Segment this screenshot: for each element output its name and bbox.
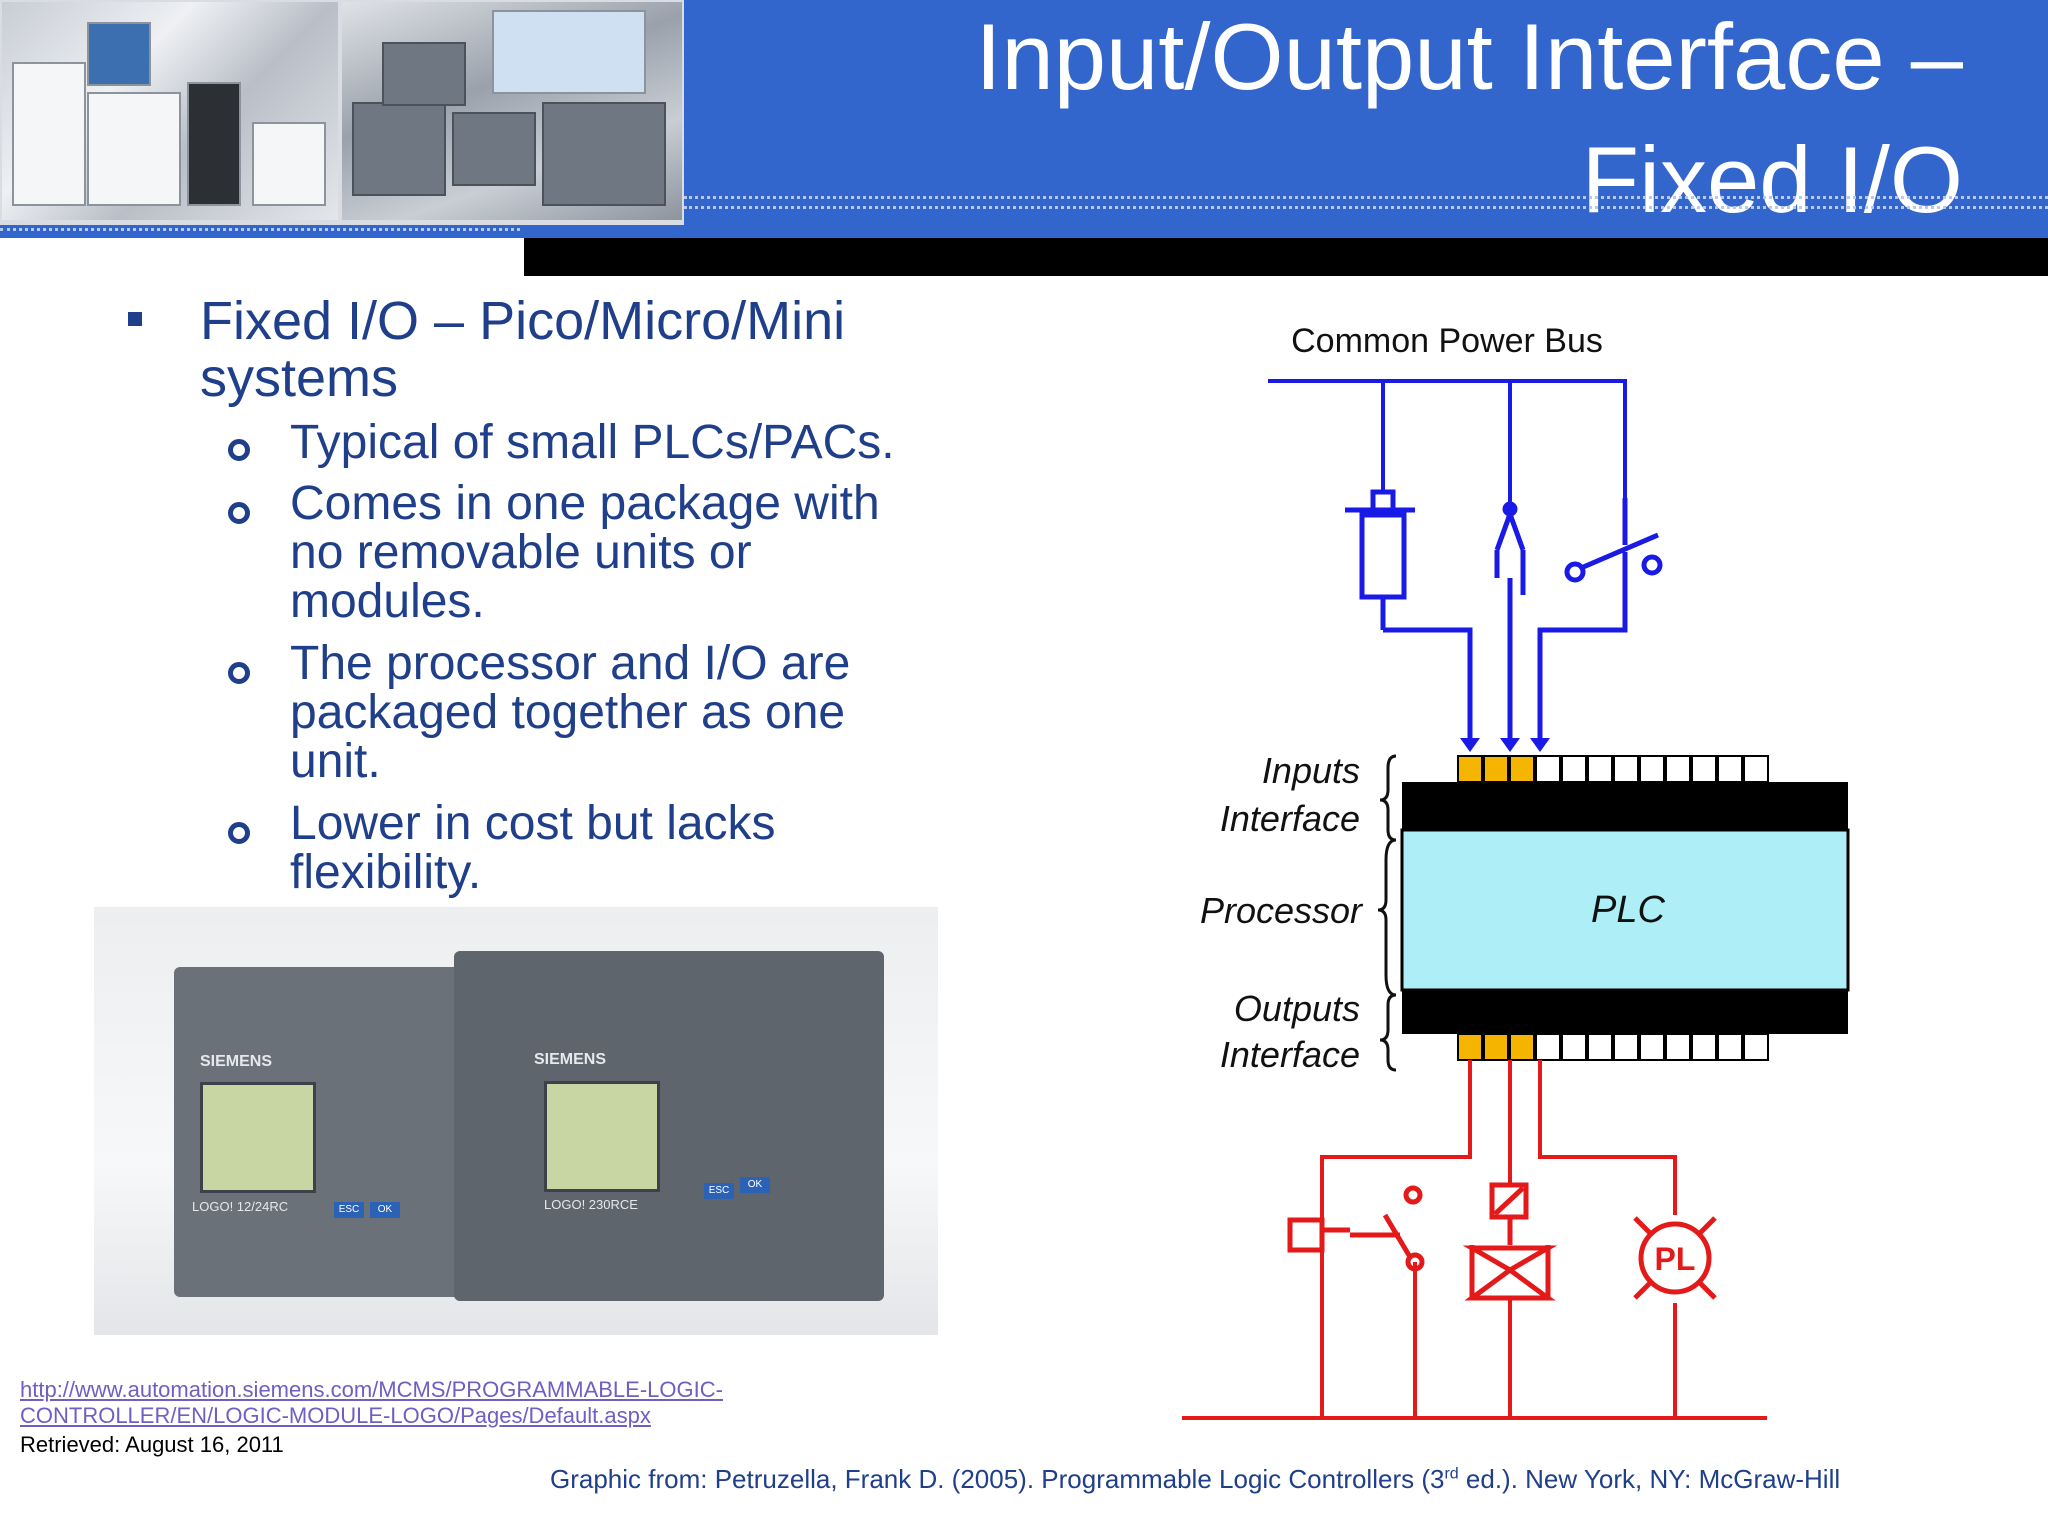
source-link[interactable]: http://www.automation.siemens.com/MCMS/P… (20, 1377, 723, 1402)
temperature-switch-icon (1494, 501, 1526, 742)
interface-labels: Inputs Interface Processor Outputs Inter… (1200, 750, 1364, 1075)
output-terminals (1457, 1033, 1769, 1061)
used-terminal (1509, 755, 1535, 783)
bullet-square-icon (128, 312, 142, 326)
spare-terminal (1613, 1033, 1639, 1061)
input-arrows (1460, 738, 1550, 752)
spare-terminal (1561, 1033, 1587, 1061)
lcd-screen (544, 1081, 660, 1192)
spare-terminal (1639, 755, 1665, 783)
interface-braces (1377, 754, 1397, 1072)
header-divider (684, 206, 2048, 209)
sub-bullet-text: Lower in cost but lacks flexibility. (290, 797, 776, 899)
slide-title: Input/Output Interface – (975, 4, 1963, 109)
spare-terminal (1691, 1033, 1717, 1061)
limit-switch-icon (1537, 498, 1663, 742)
title-underline-bar (524, 238, 2048, 276)
header-divider (684, 196, 2048, 199)
spare-terminal (1665, 1033, 1691, 1061)
spare-terminal (1587, 755, 1613, 783)
spare-terminal (1717, 755, 1743, 783)
motor-starter-coil-icon (1287, 1185, 1425, 1272)
solenoid-valve-icon (1462, 1182, 1558, 1301)
sub-bullet-text: The processor and I/O are packaged toget… (290, 637, 851, 788)
pilot-light-label: PL (1655, 1241, 1696, 1277)
spare-terminal (1613, 755, 1639, 783)
used-terminal (1457, 1033, 1483, 1061)
input-terminals (1457, 755, 1769, 783)
used-terminal (1483, 1033, 1509, 1061)
lcd-screen (200, 1082, 316, 1193)
siemens-logo-product-photo: SIEMENS LOGO! 12/24RC ESC OK SIEMENS LOG… (94, 907, 938, 1335)
spare-terminal (1587, 1033, 1613, 1061)
graphic-citation: Graphic from: Petruzella, Frank D. (2005… (550, 1464, 1841, 1494)
spare-terminal (1535, 755, 1561, 783)
bullet-ring-icon (228, 502, 250, 524)
spare-terminal (1665, 755, 1691, 783)
svg-text:Outputs: Outputs (1234, 988, 1360, 1029)
plc-label: PLC (1591, 889, 1665, 931)
spare-terminal (1717, 1033, 1743, 1061)
logo-module-large: SIEMENS LOGO! 230RCE ESC OK (454, 951, 884, 1301)
output-wiring (1182, 1060, 1767, 1420)
spare-terminal (1743, 755, 1769, 783)
svg-text:Inputs: Inputs (1262, 750, 1360, 791)
spare-terminal (1691, 755, 1717, 783)
pilot-light-icon (1633, 1216, 1717, 1300)
header-photo-strip (0, 0, 684, 225)
pushbutton-icon (1345, 489, 1473, 742)
input-wiring (1268, 379, 1627, 505)
bullet-ring-icon (228, 822, 250, 844)
svg-text:Interface: Interface (1220, 1034, 1360, 1075)
used-terminal (1457, 755, 1483, 783)
bullet-ring-icon (228, 439, 250, 461)
svg-text:Processor: Processor (1200, 890, 1364, 931)
spare-terminal (1743, 1033, 1769, 1061)
bullet-ring-icon (228, 662, 250, 684)
source-link[interactable]: CONTROLLER/EN/LOGIC-MODULE-LOGO/Pages/De… (20, 1403, 651, 1428)
plc-rack-photo (2, 2, 338, 220)
sub-bullet-text: Typical of small PLCs/PACs. (290, 416, 895, 469)
retrieved-date: Retrieved: August 16, 2011 (20, 1432, 284, 1457)
plc-product-family-photo (342, 2, 682, 220)
svg-text:Interface: Interface (1220, 798, 1360, 839)
spare-terminal (1535, 1033, 1561, 1061)
main-bullet-text: Fixed I/O – Pico/Micro/Mini systems (200, 291, 846, 408)
used-terminal (1509, 1033, 1535, 1061)
header-divider (0, 228, 520, 231)
used-terminal (1483, 755, 1509, 783)
spare-terminal (1561, 755, 1587, 783)
common-power-bus-label: Common Power Bus (1291, 322, 1603, 360)
plc-unit: PLC (1400, 782, 1850, 1034)
sub-bullet-text: Comes in one package with no removable u… (290, 477, 880, 628)
slide-title-line2: Fixed I/O (1581, 127, 1963, 232)
spare-terminal (1639, 1033, 1665, 1061)
